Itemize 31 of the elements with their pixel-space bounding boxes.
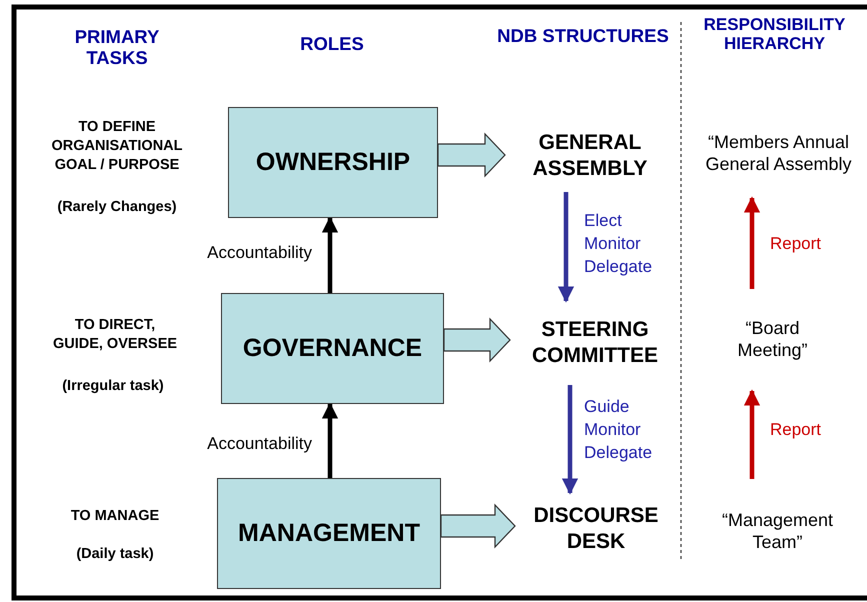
meeting-name: “Management Team” xyxy=(720,508,834,554)
arrow xyxy=(558,192,574,303)
block-arrow xyxy=(443,318,511,362)
structure-name: DISCOURSE DESK xyxy=(532,502,660,555)
block-arrow xyxy=(437,132,506,178)
task-description: TO DIRECT, GUIDE, OVERSEE xyxy=(52,316,178,354)
role-box xyxy=(221,293,444,404)
task-note: (Daily task) xyxy=(75,545,155,564)
role-box xyxy=(228,107,438,218)
block-arrow xyxy=(440,504,516,548)
arrow xyxy=(322,216,338,293)
column-heading: NDB STRUCTURES xyxy=(496,26,670,47)
task-description: TO MANAGE xyxy=(70,507,160,526)
task-note: (Rarely Changes) xyxy=(56,198,178,217)
role-title: OWNERSHIP xyxy=(256,146,410,178)
column-heading: RESPONSIBILITY HIERARCHY xyxy=(702,15,846,54)
arrow xyxy=(744,389,760,479)
task-description: TO DEFINE ORGANISATIONAL GOAL / PURPOSE xyxy=(50,118,184,175)
meeting-name: “Board Meeting” xyxy=(736,316,809,362)
role-box xyxy=(217,478,441,589)
arrow xyxy=(562,385,578,495)
arrow xyxy=(744,196,760,289)
role-title: MANAGEMENT xyxy=(238,518,420,549)
meeting-name: “Members Annual General Assembly xyxy=(704,130,853,176)
column-heading: PRIMARY TASKS xyxy=(74,27,160,68)
structure-name: STEERING COMMITTEE xyxy=(531,316,659,369)
structure-name: GENERAL ASSEMBLY xyxy=(532,130,648,182)
task-note: (Irregular task) xyxy=(61,377,165,396)
role-title: GOVERNANCE xyxy=(242,332,422,364)
arrow xyxy=(322,402,338,478)
column-heading: ROLES xyxy=(299,34,365,55)
